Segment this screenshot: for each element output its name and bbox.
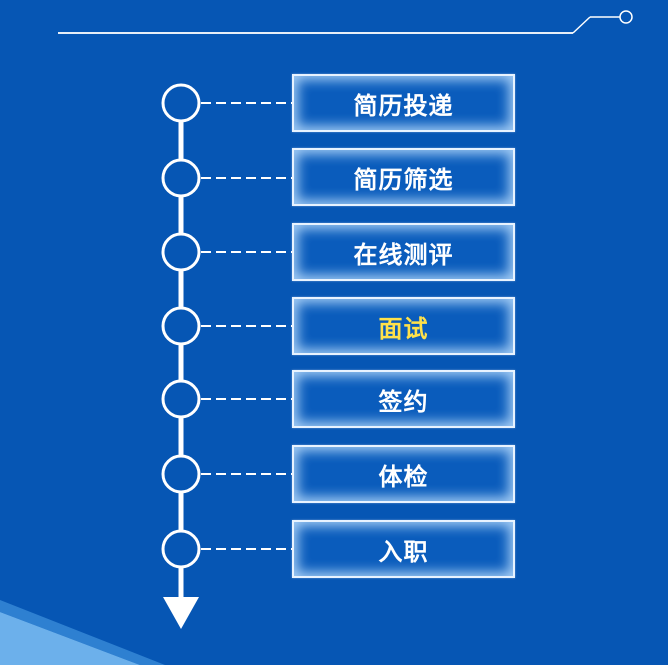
step-label: 简历投递 [353, 91, 454, 120]
step-box: 入职 [292, 520, 515, 578]
step-box: 面试 [292, 297, 515, 355]
step-label: 体检 [378, 462, 429, 491]
step-box: 体检 [292, 445, 515, 503]
step-box: 在线测评 [292, 223, 515, 281]
step-node [161, 83, 201, 123]
step-node [161, 306, 201, 346]
step-box: 简历筛选 [292, 148, 515, 206]
step-node [161, 454, 201, 494]
step-node [161, 529, 201, 569]
header-line-end-circle [619, 10, 633, 24]
step-label: 在线测评 [353, 240, 454, 269]
step-label: 面试 [378, 314, 429, 343]
step-node [161, 232, 201, 272]
step-node [161, 379, 201, 419]
step-label: 签约 [378, 387, 429, 416]
step-label: 入职 [378, 537, 429, 566]
header-line [58, 10, 633, 34]
step-box: 签约 [292, 370, 515, 428]
step-node [161, 158, 201, 198]
timeline-arrow-head [163, 597, 199, 629]
step-box: 简历投递 [292, 74, 515, 132]
step-label: 简历筛选 [353, 165, 454, 194]
corner-accent-soft [0, 600, 165, 665]
